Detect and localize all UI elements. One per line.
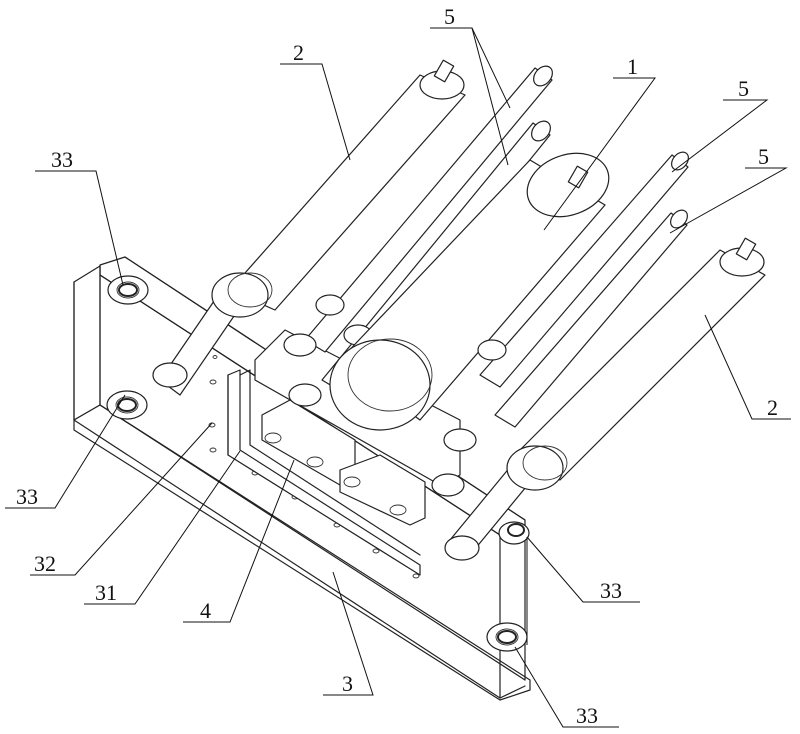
flange-right	[498, 521, 530, 545]
label-5-right-lower: 5	[758, 144, 769, 169]
reference-numerals: 2 5 1 5 5 33 2 33 32 31 4 3 33 33	[16, 4, 778, 728]
label-5-right-upper: 5	[738, 76, 749, 101]
label-5-top: 5	[444, 4, 455, 29]
flange-left	[106, 390, 148, 420]
guide-rod-upper-left	[283, 65, 553, 357]
label-32: 32	[34, 551, 56, 576]
flange-bottom	[486, 622, 528, 652]
side-cylinder-right	[444, 237, 766, 561]
leader-lines	[5, 27, 791, 728]
label-33-right: 33	[600, 578, 622, 603]
side-cylinder-left	[152, 59, 466, 396]
label-2-right: 2	[767, 395, 778, 420]
label-33-bottom: 33	[576, 703, 598, 728]
label-31: 31	[95, 580, 117, 605]
flange-top-left	[107, 275, 149, 305]
central-cylinder	[329, 152, 610, 431]
label-33-left: 33	[16, 484, 38, 509]
mounting-frame	[227, 369, 421, 576]
label-2-top-left: 2	[293, 40, 304, 65]
label-33-top-left: 33	[51, 147, 73, 172]
guide-rod-lower-right	[431, 209, 688, 497]
label-1: 1	[627, 54, 638, 79]
label-3: 3	[342, 671, 353, 696]
guide-rod-upper-right	[477, 151, 689, 388]
label-4: 4	[200, 598, 211, 623]
